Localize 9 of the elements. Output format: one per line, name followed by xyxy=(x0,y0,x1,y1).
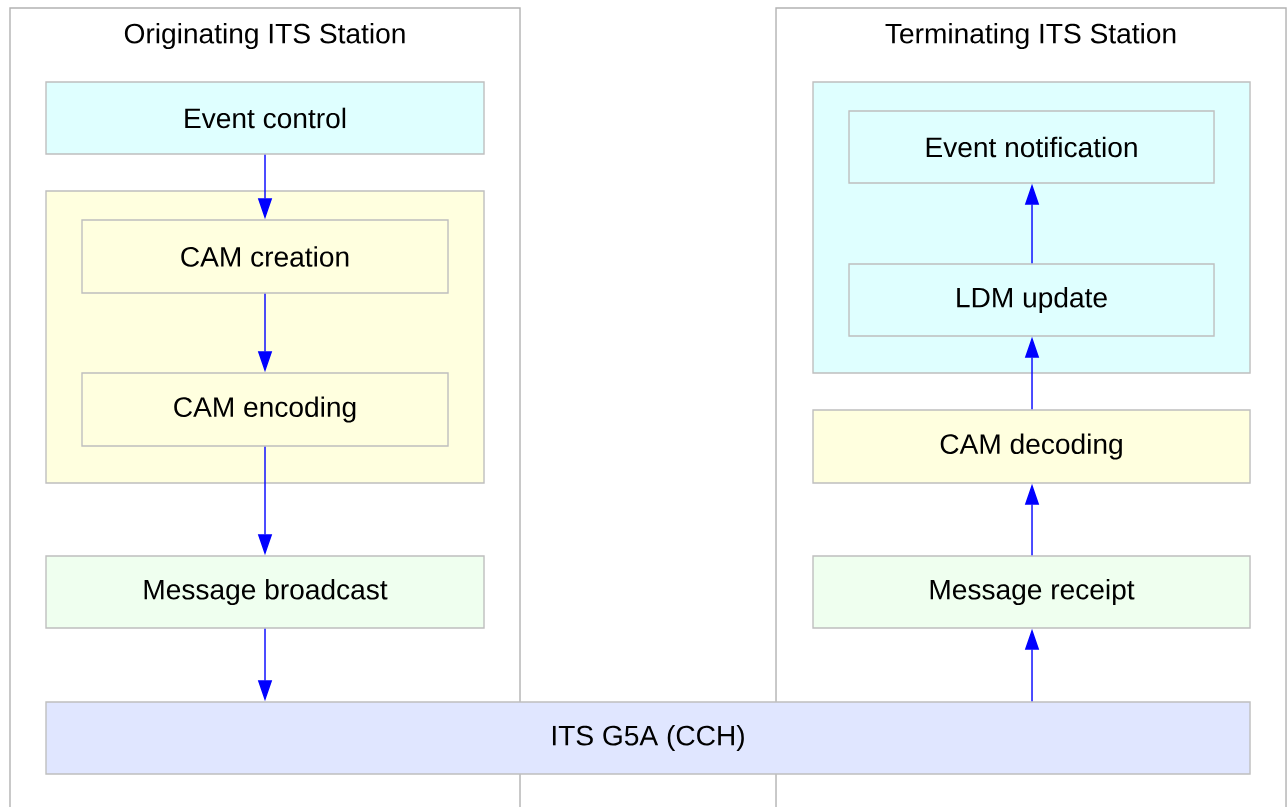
process-box: CAM decoding xyxy=(812,409,1251,484)
process-box: CAM encoding xyxy=(81,372,449,447)
process-box: Event notification xyxy=(848,110,1215,184)
process-box: ITS G5A (CCH) xyxy=(45,701,1251,775)
process-box: CAM creation xyxy=(81,219,449,294)
process-box: Message broadcast xyxy=(45,555,485,629)
process-box: LDM update xyxy=(848,263,1215,337)
process-box: Event control xyxy=(45,81,485,155)
process-box: Message receipt xyxy=(812,555,1251,629)
